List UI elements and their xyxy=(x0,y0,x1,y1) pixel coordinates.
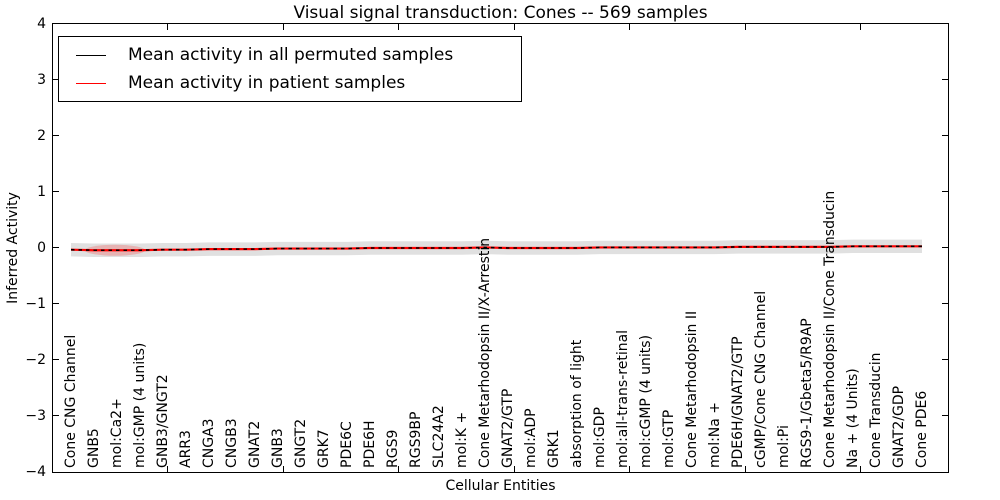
y-tick-label: −2 xyxy=(25,352,46,368)
x-category-label: mol:ADP xyxy=(523,408,539,468)
x-category-label: mol:Ca2+ xyxy=(109,398,125,468)
legend-line-swatch xyxy=(76,54,106,56)
x-category-label: mol:GTP xyxy=(661,409,677,468)
x-tick-mark xyxy=(744,24,746,30)
x-category-label: mol:Na + xyxy=(707,401,723,468)
y-tick-mark xyxy=(53,190,59,192)
x-tick-mark xyxy=(282,24,284,30)
x-tick-mark xyxy=(282,466,284,472)
x-category-label: GNB5 xyxy=(86,428,102,468)
x-category-label: mol:all-trans-retinal xyxy=(615,329,631,468)
x-category-label: Cone Metarhodopsin II/X-Arrestin xyxy=(477,237,493,468)
y-tick-mark xyxy=(942,414,948,416)
x-category-label: absorption of light xyxy=(569,339,585,468)
legend-item: Mean activity in patient samples xyxy=(59,69,521,97)
x-category-label: mol:K + xyxy=(454,411,470,468)
x-tick-mark xyxy=(398,466,400,472)
x-tick-mark xyxy=(629,466,631,472)
x-category-label: Na + (4 Units) xyxy=(845,368,861,468)
x-tick-mark xyxy=(860,24,862,30)
x-category-label: RGS9-1/Gbeta5/R9AP xyxy=(799,318,815,468)
x-category-label: CNGA3 xyxy=(201,418,217,468)
y-tick-mark xyxy=(942,78,948,80)
y-tick-mark xyxy=(53,134,59,136)
chart-title: Visual signal transduction: Cones -- 569… xyxy=(293,3,708,23)
x-category-label: GNB3/GNGT2 xyxy=(155,374,171,468)
x-tick-mark xyxy=(167,24,169,30)
y-tick-mark xyxy=(942,302,948,304)
data-lines-svg xyxy=(70,239,922,257)
x-category-label: PDE6C xyxy=(339,421,355,468)
x-category-label: GNAT2/GTP xyxy=(500,388,516,468)
patient-mean-line xyxy=(70,245,922,252)
y-tick-label: 4 xyxy=(37,16,46,32)
y-tick-mark xyxy=(53,302,59,304)
x-category-label: mol:GDP xyxy=(592,407,608,468)
x-category-label: PDE6H/GNAT2/GTP xyxy=(730,336,746,468)
x-tick-mark xyxy=(744,466,746,472)
x-category-label: RGS9BP xyxy=(408,411,424,468)
x-axis-title: Cellular Entities xyxy=(445,478,556,494)
x-tick-mark xyxy=(860,466,862,472)
y-tick-mark xyxy=(53,414,59,416)
legend-line-swatch xyxy=(76,82,106,84)
x-category-label: GNGT2 xyxy=(293,418,309,468)
legend-label: Mean activity in patient samples xyxy=(128,73,406,93)
x-category-label: Cone Transducin xyxy=(868,352,884,469)
y-tick-mark xyxy=(942,190,948,192)
y-tick-mark xyxy=(53,246,59,248)
y-tick-mark xyxy=(53,358,59,360)
y-tick-mark xyxy=(53,78,59,80)
x-category-label: Cone Metarhodopsin II/Cone Transducin xyxy=(822,190,838,468)
x-tick-mark xyxy=(513,466,515,472)
x-tick-mark xyxy=(629,24,631,30)
x-tick-mark xyxy=(513,24,515,30)
x-category-label: mol:cGMP (4 units) xyxy=(638,334,654,468)
y-tick-label: −1 xyxy=(25,296,46,312)
y-tick-mark xyxy=(942,134,948,136)
x-category-label: GNAT2 xyxy=(247,420,263,468)
y-tick-label: 2 xyxy=(37,128,46,144)
legend-label: Mean activity in all permuted samples xyxy=(128,45,454,65)
x-category-label: mol:Pi xyxy=(776,425,792,468)
x-category-label: cGMP/Cone CNG Channel xyxy=(753,290,769,468)
x-category-label: Cone PDE6 xyxy=(914,390,930,468)
x-tick-mark xyxy=(167,466,169,472)
x-category-label: SLC24A2 xyxy=(431,405,447,468)
x-tick-mark xyxy=(398,24,400,30)
x-category-label: CNGB3 xyxy=(224,418,240,468)
y-tick-label: 0 xyxy=(37,240,46,256)
x-category-label: GNAT2/GDP xyxy=(891,385,907,468)
x-category-label: GNB3 xyxy=(270,428,286,468)
y-axis-title: Inferred Activity xyxy=(5,192,21,304)
x-category-label: Cone CNG Channel xyxy=(63,334,79,468)
y-tick-mark xyxy=(942,358,948,360)
y-tick-mark xyxy=(942,246,948,248)
x-category-label: mol:GMP (4 units) xyxy=(132,342,148,468)
y-tick-label: −4 xyxy=(25,464,46,480)
y-tick-label: −3 xyxy=(25,408,46,424)
legend-item: Mean activity in all permuted samples xyxy=(59,41,521,69)
y-tick-label: 1 xyxy=(37,184,46,200)
x-category-label: GRK7 xyxy=(316,429,332,468)
y-tick-label: 3 xyxy=(37,72,46,88)
x-category-label: PDE6H xyxy=(362,420,378,468)
x-category-label: GRK1 xyxy=(546,429,562,468)
x-category-label: Cone Metarhodopsin II xyxy=(684,310,700,468)
x-category-label: ARR3 xyxy=(178,430,194,468)
x-category-label: RGS9 xyxy=(385,429,401,468)
